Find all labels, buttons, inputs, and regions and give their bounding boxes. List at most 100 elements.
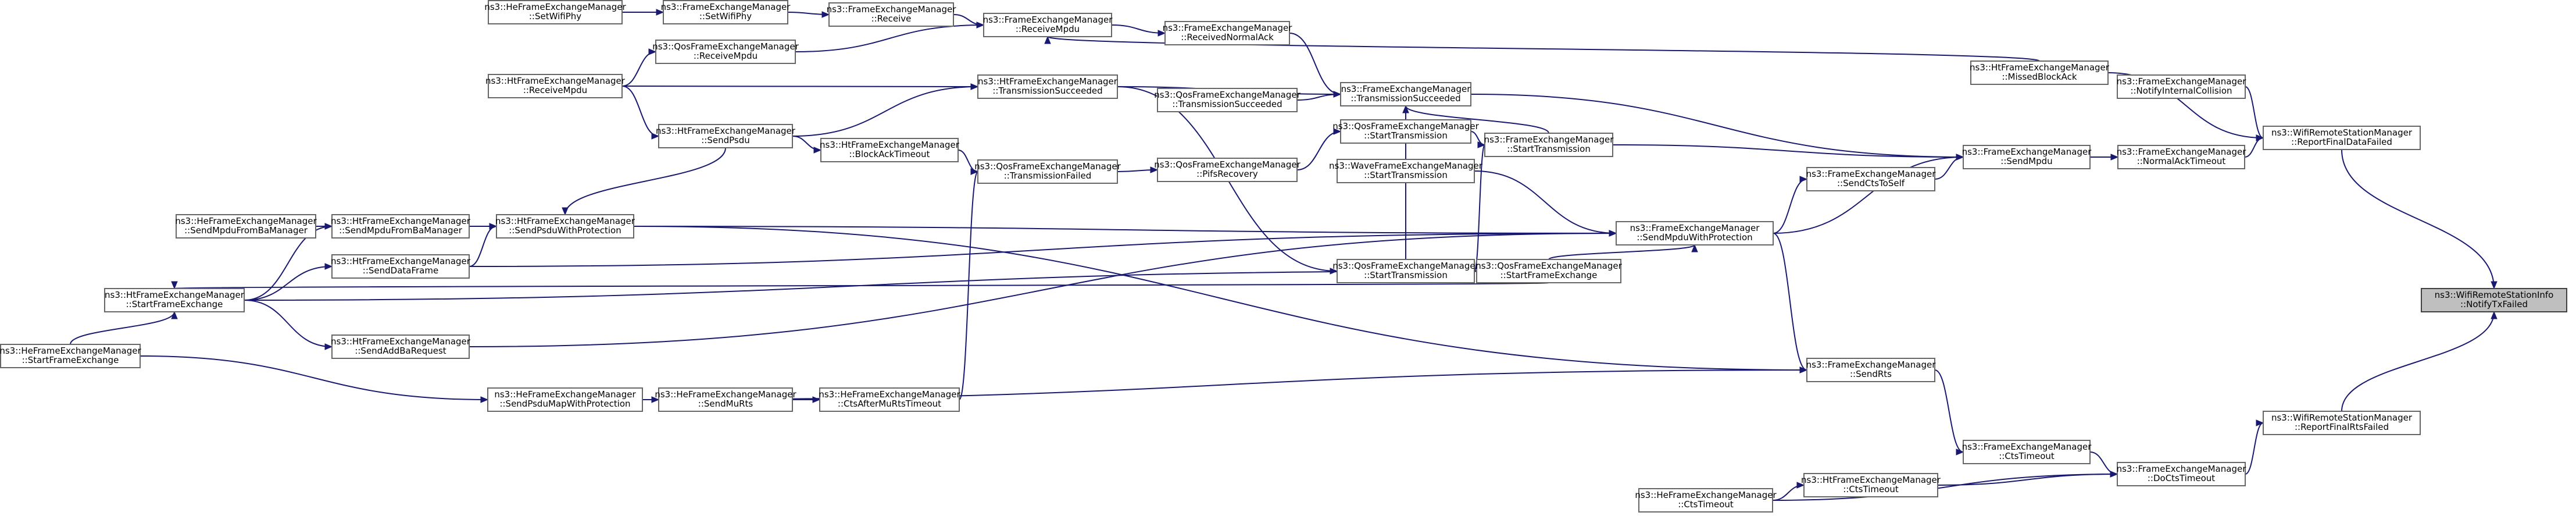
node-htframeexchangemanager-receivempdu[interactable]: ns3::HtFrameExchangeManager::ReceiveMpdu	[485, 74, 626, 98]
node-waveframeexchangemanager-starttransmission[interactable]: ns3::WaveFrameExchangeManager::StartTran…	[1329, 159, 1483, 183]
node-htframeexchangemanager-transmissionsucceeded[interactable]: ns3::HtFrameExchangeManager::Transmissio…	[977, 74, 1118, 99]
node-wifiremotestationmanager-reportfinaldatafailed[interactable]: ns3::WifiRemoteStationManager::ReportFin…	[2263, 126, 2421, 150]
edge-line	[621, 86, 978, 87]
node-box	[1157, 88, 1298, 112]
node-qosframeexchangemanager-starttransmission[interactable]: ns3::QosFrameExchangeManager::StartTrans…	[1332, 259, 1480, 283]
node-frameexchangemanager-receivempdu[interactable]: ns3::FrameExchangeManager::ReceiveMpdu	[983, 13, 1113, 37]
node-qosframeexchangemanager-startframeexchange[interactable]: ns3::QosFrameExchangeManager::StartFrame…	[1475, 259, 1623, 283]
node-frameexchangemanager-receive[interactable]: ns3::FrameExchangeManager::Receive	[827, 2, 957, 27]
edge-arrowhead	[1477, 141, 1486, 148]
node-box	[488, 74, 623, 98]
edge-line	[1289, 33, 1341, 95]
edge-arrowhead	[1333, 128, 1342, 135]
node-htframeexchangemanager-senddataframe[interactable]: ns3::HtFrameExchangeManager::SendDataFra…	[331, 254, 471, 279]
node-box	[828, 2, 954, 27]
node-class-label: ns3::FrameExchangeManager	[2117, 76, 2247, 87]
node-heframeexchangemanager-ctstimeout[interactable]: ns3::HeFrameExchangeManager::CtsTimeout	[1635, 488, 1777, 513]
node-frameexchangemanager-transmissionsucceeded[interactable]: ns3::FrameExchangeManager::TransmissionS…	[1340, 82, 1471, 106]
node-frameexchangemanager-sendmpduwithprotection[interactable]: ns3::FrameExchangeManager::SendMpduWithP…	[1616, 221, 1774, 245]
node-frameexchangemanager-ctstimeout[interactable]: ns3::FrameExchangeManager::CtsTimeout	[1962, 440, 2092, 464]
node-box	[658, 124, 793, 148]
node-box	[331, 214, 470, 239]
node-class-label: ns3::QosFrameExchangeManager	[1332, 121, 1479, 131]
edge-n13-to-n8	[1934, 369, 1964, 455]
node-frameexchangemanager-starttransmission[interactable]: ns3::FrameExchangeManager::StartTransmis…	[1484, 133, 1614, 157]
node-qosframeexchangemanager-pifsrecovery[interactable]: ns3::QosFrameExchangeManager::PifsRecove…	[1154, 158, 1301, 182]
node-box	[1484, 133, 1613, 157]
edge-n17-to-n12	[1474, 170, 1617, 237]
edge-arrowhead	[2110, 154, 2119, 161]
node-heframeexchangemanager-setwifiphy[interactable]: ns3::HeFrameExchangeManager::SetWifiPhy	[484, 0, 626, 24]
node-class-label: ns3::FrameExchangeManager	[827, 4, 957, 15]
node-box	[977, 159, 1118, 184]
node-frameexchangemanager-notifyinternalcollision[interactable]: ns3::FrameExchangeManager::NotifyInterna…	[2117, 74, 2247, 99]
edge-arrowhead	[1044, 35, 1051, 44]
node-box	[1337, 159, 1475, 183]
edge-line	[1773, 233, 1807, 371]
node-method-label: ::CtsAfterMuRtsTimeout	[838, 398, 941, 409]
node-box	[663, 0, 788, 24]
node-qosframeexchangemanager-transmissionfailed[interactable]: ns3::QosFrameExchangeManager::Transmissi…	[974, 159, 1121, 184]
node-box	[487, 387, 643, 412]
node-class-label: ns3::HeFrameExchangeManager	[1635, 490, 1777, 500]
edge-line	[2245, 86, 2264, 138]
node-box	[655, 40, 796, 64]
edge-n5-to-n1	[2244, 134, 2264, 158]
node-frameexchangemanager-setwifiphy[interactable]: ns3::FrameExchangeManager::SetWifiPhy	[661, 0, 791, 24]
node-wifiremotestationmanager-reportfinalrtsfailed[interactable]: ns3::WifiRemoteStationManager::ReportFin…	[2263, 411, 2421, 435]
node-frameexchangemanager-receivednormalack[interactable]: ns3::FrameExchangeManager::ReceivedNorma…	[1163, 21, 1293, 45]
edge-arrowhead	[976, 22, 985, 29]
node-qosframeexchangemanager-transmissionsucceeded[interactable]: ns3::QosFrameExchangeManager::Transmissi…	[1154, 88, 1301, 112]
node-class-label: ns3::HtFrameExchangeManager	[331, 336, 471, 347]
node-method-label: ::StartFrameExchange	[126, 299, 223, 309]
node-frameexchangemanager-normalacktimeout[interactable]: ns3::FrameExchangeManager::NormalAckTime…	[2117, 145, 2247, 169]
node-frameexchangemanager-sendctstoself[interactable]: ns3::FrameExchangeManager::SendCtsToSelf	[1806, 167, 1937, 191]
node-htframeexchangemanager-sendaddbarequest[interactable]: ns3::HtFrameExchangeManager::SendAddBaRe…	[331, 334, 471, 359]
node-class-label: ns3::FrameExchangeManager	[1806, 169, 1937, 179]
node-class-label: ns3::HtFrameExchangeManager	[105, 290, 245, 300]
node-htframeexchangemanager-startframeexchange[interactable]: ns3::HtFrameExchangeManager::StartFrameE…	[104, 288, 245, 312]
node-heframeexchangemanager-sendmurts[interactable]: ns3::HeFrameExchangeManager::SendMuRts	[655, 387, 796, 412]
node-heframeexchangemanager-sendpsdumapwithprotection[interactable]: ns3::HeFrameExchangeManager::SendPsduMap…	[487, 387, 643, 412]
edge-arrowhead	[2256, 134, 2264, 141]
node-box	[331, 254, 470, 279]
node-qosframeexchangemanager-receivempdu[interactable]: ns3::QosFrameExchangeManager::ReceiveMpd…	[652, 40, 799, 64]
node-method-label: ::Receive	[871, 13, 912, 24]
edge-line	[1934, 369, 1964, 453]
node-method-label: ::StartTransmission	[1507, 144, 1591, 154]
node-method-label: ::StartTransmission	[1364, 170, 1448, 180]
node-frameexchangemanager-doctstimeout[interactable]: ns3::FrameExchangeManager::DoCtsTimeout	[2117, 462, 2247, 486]
edge-n14-to-n9	[1772, 482, 1805, 501]
node-frameexchangemanager-sendrts[interactable]: ns3::FrameExchangeManager::SendRts	[1806, 358, 1937, 382]
node-heframeexchangemanager-ctsaftermurtstimeout[interactable]: ns3::HeFrameExchangeManager::CtsAfterMuR…	[819, 387, 960, 412]
node-method-label: ::StartFrameExchange	[1500, 270, 1598, 280]
node-method-label: ::SendMpduFromBaManager	[184, 225, 308, 236]
edge-line	[795, 24, 984, 52]
edge-line	[2245, 422, 2264, 475]
node-htframeexchangemanager-sendpsduwithprotection[interactable]: ns3::HtFrameExchangeManager::SendPsduWit…	[495, 214, 635, 239]
edge-n36-to-n26	[469, 223, 498, 267]
node-htframeexchangemanager-blockacktimeout[interactable]: ns3::HtFrameExchangeManager::BlockAckTim…	[820, 138, 960, 162]
edge-arrowhead	[1333, 91, 1342, 98]
node-method-label: ::StartTransmission	[1364, 270, 1448, 280]
node-box	[331, 334, 470, 359]
node-method-label: ::PifsRecovery	[1196, 169, 1258, 179]
node-qosframeexchangemanager-starttransmission[interactable]: ns3::QosFrameExchangeManager::StartTrans…	[1332, 119, 1480, 144]
node-heframeexchangemanager-sendmpdufrombamanager[interactable]: ns3::HeFrameExchangeManager::SendMpduFro…	[175, 214, 317, 239]
node-heframeexchangemanager-startframeexchange[interactable]: ns3::HeFrameExchangeManager::StartFrameE…	[0, 344, 141, 368]
edge-arrowhead	[2491, 281, 2498, 290]
edges-layer	[70, 9, 2498, 501]
node-frameexchangemanager-sendmpdu[interactable]: ns3::FrameExchangeManager::SendMpdu	[1962, 145, 2092, 169]
edge-n38-to-n13	[642, 366, 1808, 400]
node-htframeexchangemanager-sendmpdufrombamanager[interactable]: ns3::HtFrameExchangeManager::SendMpduFro…	[331, 214, 471, 239]
node-class-label: ns3::HeFrameExchangeManager	[175, 216, 317, 226]
edge-n22-to-n16	[1296, 128, 1342, 170]
node-htframeexchangemanager-ctstimeout[interactable]: ns3::HtFrameExchangeManager::CtsTimeout	[1801, 473, 1941, 497]
node-htframeexchangemanager-sendpsdu[interactable]: ns3::HtFrameExchangeManager::SendPsdu	[656, 124, 796, 148]
node-box	[1340, 119, 1471, 144]
edge-n15-to-n7	[1470, 94, 1964, 161]
node-box	[1963, 145, 2091, 169]
node-box	[2421, 288, 2567, 312]
node-htframeexchangemanager-missedblockack[interactable]: ns3::HtFrameExchangeManager::MissedBlock…	[1970, 61, 2110, 85]
edge-n1-to-n0	[2341, 149, 2498, 290]
